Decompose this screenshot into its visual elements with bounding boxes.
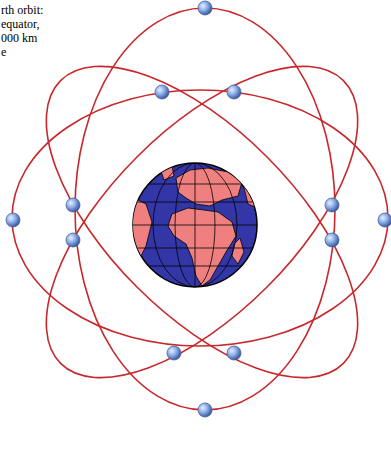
satellites: [6, 1, 391, 417]
orbit: [12, 90, 388, 346]
orbit: [0, 16, 391, 429]
caption-fragment: rth orbit:: [0, 3, 44, 17]
orbit: [75, 8, 335, 410]
globe: [130, 163, 262, 287]
orbit: [0, 16, 391, 429]
caption-fragment: equator,: [0, 17, 41, 31]
orbits: [0, 8, 391, 428]
caption-fragment: e: [0, 45, 7, 59]
caption-fragment: 000 km: [0, 31, 38, 45]
